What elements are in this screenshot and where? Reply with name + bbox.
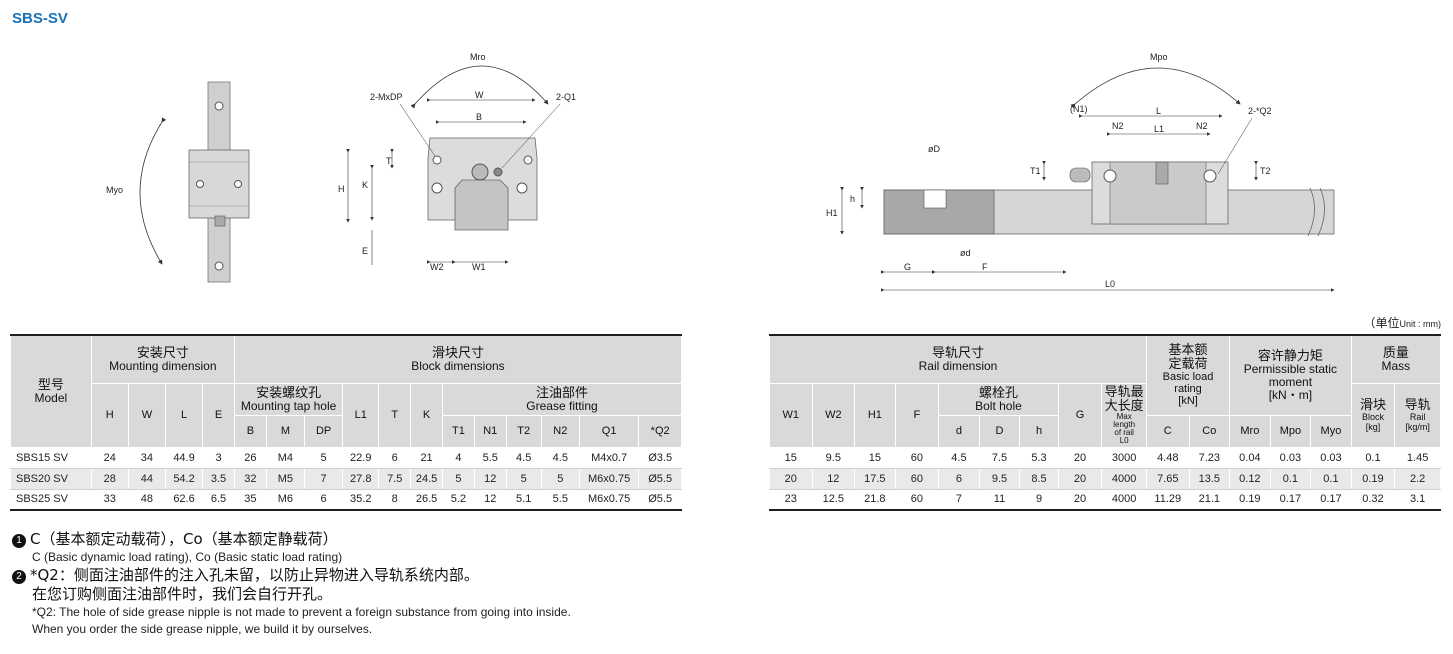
label-mro: Mro bbox=[470, 52, 486, 62]
unit-note-en: Unit : mm) bbox=[1399, 319, 1442, 329]
header-myo: Myo bbox=[1310, 414, 1352, 448]
header-dp: DP bbox=[304, 414, 344, 448]
label-h1: H1 bbox=[826, 208, 838, 218]
header-w: W bbox=[127, 382, 166, 448]
header-h1: H1 bbox=[854, 382, 896, 448]
note-2-zh-line2: 在您订购侧面注油部件时，我们会自行开孔。 bbox=[32, 585, 333, 603]
label-od-small: ød bbox=[960, 248, 971, 258]
header-h: h bbox=[1019, 414, 1059, 448]
label-w2: W2 bbox=[430, 262, 444, 272]
note-1-en: C (Basic dynamic load rating), Co (Basic… bbox=[32, 550, 343, 564]
label-l: L bbox=[1156, 106, 1161, 116]
header-c: C bbox=[1146, 414, 1190, 448]
header-q1: Q1 bbox=[578, 414, 640, 448]
label-w: W bbox=[475, 90, 484, 100]
label-od: øD bbox=[928, 144, 940, 154]
label-n2-left: N2 bbox=[1112, 121, 1124, 131]
header-h: H bbox=[90, 382, 129, 448]
label-b: B bbox=[476, 112, 482, 122]
label-n1: (N1) bbox=[1070, 104, 1088, 114]
label-t1: T1 bbox=[1030, 166, 1041, 176]
header-q2: *Q2 bbox=[638, 414, 682, 448]
note-2-en-line1: *Q2: The hole of side grease nipple is n… bbox=[32, 605, 571, 619]
header-w2: W2 bbox=[811, 382, 856, 448]
label-l1: L1 bbox=[1154, 124, 1164, 134]
label-h: H bbox=[338, 184, 345, 194]
note-2-en-line2: When you order the side grease nipple, w… bbox=[32, 622, 373, 636]
label-n2-right: N2 bbox=[1196, 121, 1208, 131]
header-l: L bbox=[164, 382, 204, 448]
header-dd: D bbox=[978, 414, 1021, 448]
header-g: G bbox=[1057, 382, 1103, 448]
label-t2: T2 bbox=[1260, 166, 1271, 176]
label-k: K bbox=[362, 180, 368, 190]
label-t: T bbox=[386, 156, 392, 166]
header-k: K bbox=[410, 382, 443, 448]
label-e: E bbox=[362, 246, 368, 256]
header-mpo: Mpo bbox=[1269, 414, 1312, 448]
header-l1: L1 bbox=[342, 382, 380, 448]
label-w1: W1 bbox=[472, 262, 486, 272]
header-w1: W1 bbox=[769, 382, 813, 448]
note-1-bullet: 1 bbox=[12, 534, 26, 548]
header-b: B bbox=[233, 414, 267, 448]
label-h-small: h bbox=[850, 194, 855, 204]
header-mro: Mro bbox=[1229, 414, 1271, 448]
note-2-bullet: 2 bbox=[12, 570, 26, 584]
header-t: T bbox=[378, 382, 412, 448]
block-front-view-drawing: Myo Mro W B 2-MxDP 2-Q1 H K T E W2 W1 bbox=[106, 52, 576, 283]
label-l0: L0 bbox=[1105, 279, 1115, 289]
header-n2: N2 bbox=[540, 414, 580, 448]
rail-side-view-drawing: Mpo (N1) L 2-*Q2 N2 L1 N2 øD T1 T2 h H1 … bbox=[826, 52, 1335, 292]
header-d: d bbox=[938, 414, 980, 448]
unit-note: （单位Unit : mm) bbox=[1363, 314, 1441, 331]
label-f: F bbox=[982, 262, 988, 272]
label-q1: 2-Q1 bbox=[556, 92, 576, 102]
header-n1: N1 bbox=[473, 414, 507, 448]
header-m: M bbox=[265, 414, 306, 448]
label-myo: Myo bbox=[106, 185, 123, 195]
unit-note-zh: （单位 bbox=[1363, 316, 1400, 330]
header-t1: T1 bbox=[441, 414, 475, 448]
header-e: E bbox=[202, 382, 235, 448]
page-title: SBS-SV bbox=[12, 10, 68, 27]
label-mpo: Mpo bbox=[1150, 52, 1168, 62]
label-q2: 2-*Q2 bbox=[1248, 106, 1272, 116]
header-t2: T2 bbox=[505, 414, 542, 448]
label-g: G bbox=[904, 262, 911, 272]
header-co: Co bbox=[1188, 414, 1231, 448]
note-2-zh: 2*Q2：侧面注油部件的注入孔未留，以防止异物进入导轨系统内部。 bbox=[12, 566, 712, 585]
header-f: F bbox=[894, 382, 940, 448]
label-mxdp: 2-MxDP bbox=[370, 92, 403, 102]
